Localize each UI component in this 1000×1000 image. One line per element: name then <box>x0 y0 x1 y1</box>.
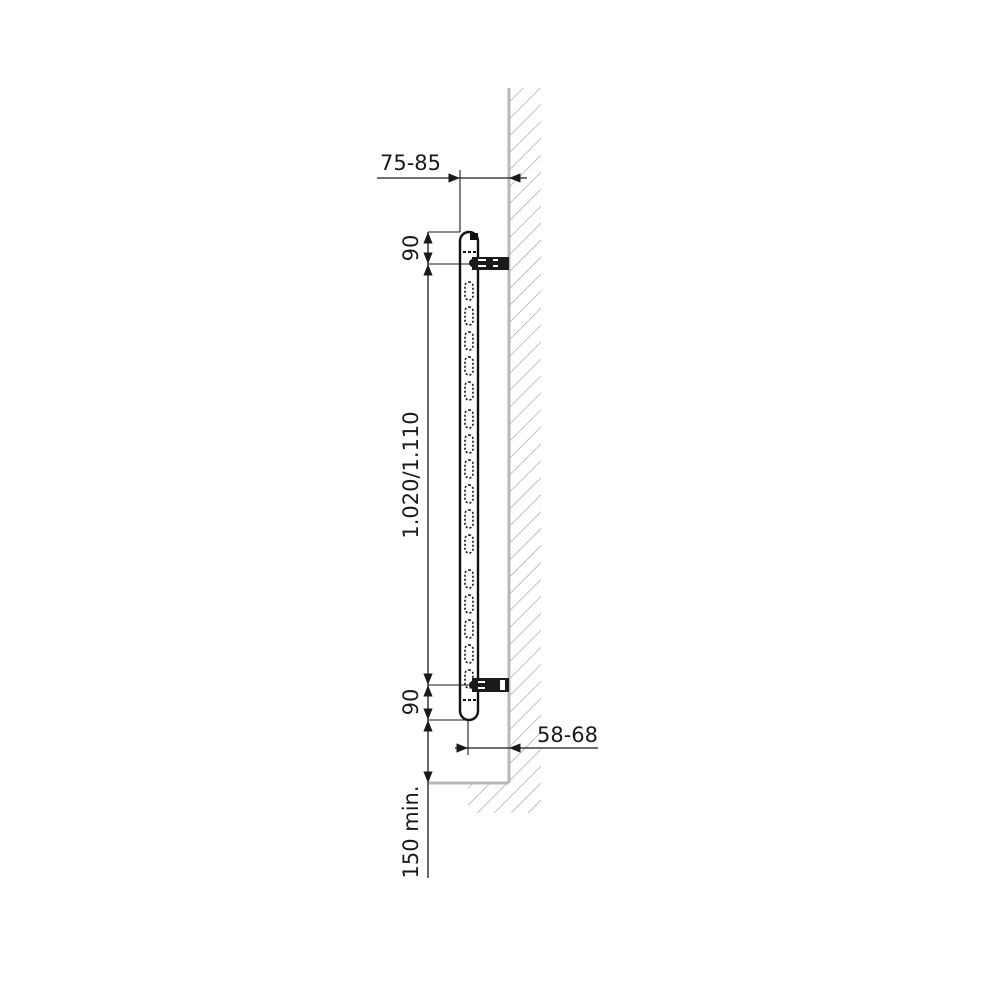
bottom-bracket-clamp <box>469 681 477 689</box>
perforation-slot <box>464 619 474 639</box>
perforation-slot <box>464 356 474 376</box>
top-wall-bracket <box>469 257 509 270</box>
top-bracket-slot <box>478 259 486 261</box>
perforation-slot <box>464 306 474 326</box>
top-bracket-slot <box>493 259 498 261</box>
perforation-slot <box>464 509 474 529</box>
radiator-body <box>458 230 480 722</box>
top-bracket-clamp <box>469 259 477 267</box>
perforation-slot <box>464 381 474 401</box>
perforation-slot <box>464 281 474 301</box>
perforation-slot <box>464 669 474 689</box>
dimension-label-bracket-spacing: 1.020/1.110 <box>399 411 423 538</box>
radiator-perforations <box>464 281 474 689</box>
dimension-top-depth: 75-85 <box>377 151 527 232</box>
bottom-bracket-window <box>500 680 505 690</box>
bottom-bracket-slot <box>478 687 485 689</box>
top-bracket-slot <box>493 265 498 267</box>
perforation-slot <box>464 594 474 614</box>
bottom-bracket-slot <box>478 681 485 683</box>
perforation-slot <box>464 434 474 454</box>
dimension-label-top-depth: 75-85 <box>380 151 441 175</box>
dimension-label-floor-clearance: 150 min. <box>399 785 423 878</box>
top-bracket-slot <box>478 265 486 267</box>
perforation-slot <box>464 459 474 479</box>
perforation-slot <box>464 644 474 664</box>
perforation-slot <box>464 409 474 429</box>
top-bracket-plate <box>472 257 509 270</box>
wall-section <box>507 88 541 783</box>
dimension-label-top-offset: 90 <box>399 235 423 262</box>
perforation-slot <box>464 484 474 504</box>
perforation-slot <box>464 331 474 351</box>
radiator-top-cap <box>470 233 478 240</box>
bottom-wall-bracket <box>469 678 509 692</box>
dimension-bottom-depth: 58-68 <box>455 720 598 755</box>
radiator-outline <box>458 230 480 722</box>
floor-section <box>428 781 541 813</box>
wall-hatch <box>509 88 541 783</box>
perforation-slot <box>464 534 474 554</box>
floor-hatch <box>468 783 541 813</box>
dimension-label-bottom-offset: 90 <box>399 689 423 716</box>
dimension-label-bottom-depth: 58-68 <box>537 723 598 747</box>
perforation-slot <box>464 569 474 589</box>
dimension-chain-vertical: 90 1.020/1.110 90 150 min. <box>399 231 472 879</box>
